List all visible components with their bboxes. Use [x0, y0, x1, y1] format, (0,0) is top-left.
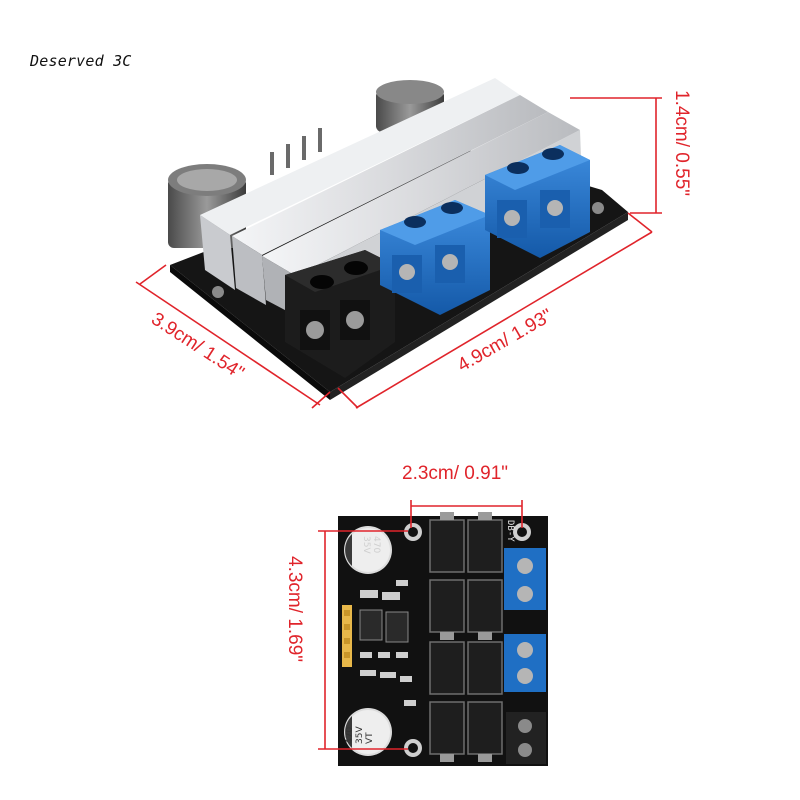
capacitor-top: 470 35V	[344, 526, 392, 574]
top-dimension-lines	[135, 97, 662, 409]
height-dimension-label: 1.4cm/ 0.55"	[671, 90, 692, 196]
bottom-height-label: 4.3cm/ 1.69"	[284, 556, 305, 662]
bottom-width-label: 2.3cm/ 0.91"	[402, 463, 508, 484]
svg-text:VT: VT	[365, 732, 375, 744]
terminal-black-a	[506, 712, 546, 764]
svg-text:35V: 35V	[361, 536, 371, 554]
terminal-blue-a	[504, 548, 546, 610]
top-module-view	[168, 78, 628, 400]
svg-text:470: 470	[371, 536, 381, 553]
terminal-black	[285, 250, 395, 378]
mount-hole	[592, 202, 604, 214]
mosfet-array	[429, 519, 503, 755]
header-pins	[270, 128, 322, 175]
header-connector	[342, 605, 352, 667]
mount-hole	[408, 527, 418, 537]
mount-hole	[408, 743, 418, 753]
svg-text:35V: 35V	[355, 726, 365, 744]
svg-text:470: 470	[345, 727, 355, 744]
mount-hole	[517, 527, 527, 537]
terminal-blue-b	[504, 634, 546, 692]
bottom-module-view: 470 35V 470 35V VT	[338, 512, 548, 766]
smd-components	[359, 580, 416, 706]
terminal-blue-2	[485, 145, 590, 258]
capacitor-bottom: 470 35V VT	[344, 708, 392, 756]
mount-hole	[212, 286, 224, 298]
bottom-dimension-lines	[318, 500, 523, 750]
silkscreen-label: DB-Y	[505, 520, 515, 542]
terminal-blue-1	[380, 200, 490, 315]
brand-watermark: Deserved 3C	[30, 52, 132, 70]
